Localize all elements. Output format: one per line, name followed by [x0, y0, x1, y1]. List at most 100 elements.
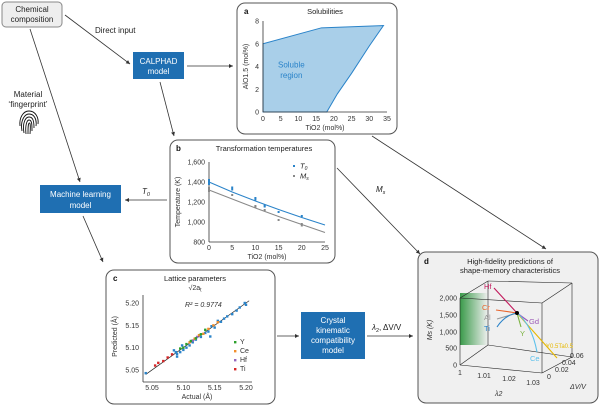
y-tick-label: 2 [255, 87, 259, 94]
data-point [182, 348, 185, 352]
data-point-Ms [208, 190, 210, 192]
box-edge [459, 297, 543, 304]
panel-label: d [424, 257, 429, 266]
x-tick-label: 10 [295, 116, 303, 123]
data-point [185, 346, 188, 349]
box-edge [459, 344, 489, 366]
data-point-Ms [277, 219, 280, 221]
data-point [180, 344, 184, 347]
chart-title: High-fidelity predictions of [467, 257, 554, 266]
z-tick-label: 0 [547, 374, 551, 381]
series-label-Y: Y [520, 329, 525, 338]
chart-subtitle: √2at [188, 284, 202, 294]
data-point [235, 309, 238, 312]
y-tick-label: 5.15 [125, 323, 139, 330]
x-tick-label: 5.05 [145, 385, 159, 392]
region-annotation: region [280, 71, 302, 80]
y-axis-label: AlO1.5 (mol%) [243, 44, 250, 90]
arrow-b-to-d [336, 167, 421, 255]
arrow-direct-input [64, 14, 131, 65]
data-point-T0 [231, 188, 234, 191]
data-point-Y [194, 337, 198, 340]
node-label: composition [11, 15, 54, 24]
direct-input-label: Direct input [95, 26, 136, 35]
y-tick-label: 800 [193, 240, 205, 247]
x-tick-label: 20 [330, 116, 338, 123]
series-line-Ti [496, 312, 518, 328]
x-axis-label: TiO2 (mol%) [305, 125, 344, 132]
y-tick-label: 1,500 [439, 313, 457, 320]
data-point [175, 352, 179, 356]
data-point-Ce [197, 333, 201, 337]
data-point [213, 326, 216, 329]
data-point [191, 341, 194, 344]
z-tick-label: 0.02 [555, 367, 569, 374]
data-point-Y [179, 347, 182, 350]
t0-label: T0 [142, 187, 151, 198]
data-point-Hf [191, 339, 194, 342]
box-edge [459, 364, 543, 374]
fit-line-Ms [208, 189, 326, 233]
x-tick-label: 5.20 [239, 385, 253, 392]
data-point [243, 301, 246, 305]
series-label-Gd: Gd [529, 317, 539, 326]
data-point-Y [189, 339, 193, 343]
fit-line-T0 [208, 181, 326, 226]
arrow-calphad-to-b [159, 81, 175, 137]
data-point [175, 355, 179, 358]
fingerprint-icon [19, 110, 39, 135]
data-point [226, 315, 229, 318]
data-point-Y [185, 342, 188, 346]
y-axis-label: Temperature (K) [175, 177, 182, 228]
x-tick-label: 25 [348, 116, 356, 123]
green-region [460, 293, 488, 345]
data-point-T0 [231, 186, 234, 189]
data-point-Hf [195, 335, 199, 339]
y-tick-label: 1,200 [187, 200, 205, 207]
panel-label: a [244, 7, 249, 16]
soluble-region-area [262, 25, 385, 113]
y-tick-label: 1,400 [187, 180, 205, 187]
series-label-Ce: Ce [530, 354, 540, 363]
series-line-Hf [493, 287, 518, 314]
box-edge [487, 344, 573, 358]
data-point [238, 306, 241, 309]
x-tick-label: 5 [230, 245, 234, 252]
machine-learning-model-node: Machine learning model [40, 185, 121, 213]
x-axis-label: TiO2 (mol%) [247, 254, 286, 261]
data-point-Ti [170, 353, 174, 356]
arrow-ml-to-c [82, 215, 104, 263]
legend-label: Hf [240, 357, 247, 364]
x-tick-label: 1 [458, 370, 462, 377]
data-point-Ti [153, 364, 157, 367]
x-tick-label: 5 [279, 116, 283, 123]
data-point [172, 349, 176, 352]
edges: Direct input Material ‘fingerprint’ T0 λ… [8, 14, 547, 338]
y-tick-label: 1,600 [187, 160, 205, 167]
box-edge [459, 280, 489, 299]
y-tick-label: 2,000 [439, 296, 457, 303]
node-label: Machine learning [50, 190, 111, 199]
node-label: compatibility [311, 336, 355, 345]
data-point-Ms [231, 194, 234, 196]
x-tick-label: 35 [383, 116, 391, 123]
data-point [219, 320, 223, 323]
node-label: model [70, 201, 92, 210]
ms-label: Ms [376, 185, 386, 196]
series-label-Al: Al [484, 313, 491, 322]
arrow-a-to-d [371, 135, 547, 250]
crystal-kinematic-model-node: Crystal kinematic compatibility model [301, 312, 365, 359]
z-axis-label: ΔV/V [569, 384, 587, 391]
data-point [199, 335, 203, 339]
data-point-T0 [208, 179, 210, 181]
node-label: kinematic [316, 326, 350, 335]
series-label-Y0.5Ta0.5: Y0.5Ta0.5 [546, 344, 574, 350]
y-axis-label: Predicted (Å) [110, 316, 119, 357]
legend-label: Y [240, 339, 245, 346]
data-point-Ms [254, 206, 257, 208]
data-point-Ce [193, 337, 196, 340]
chemical-composition-node: Chemical composition [1, 1, 63, 28]
data-point [204, 331, 207, 335]
